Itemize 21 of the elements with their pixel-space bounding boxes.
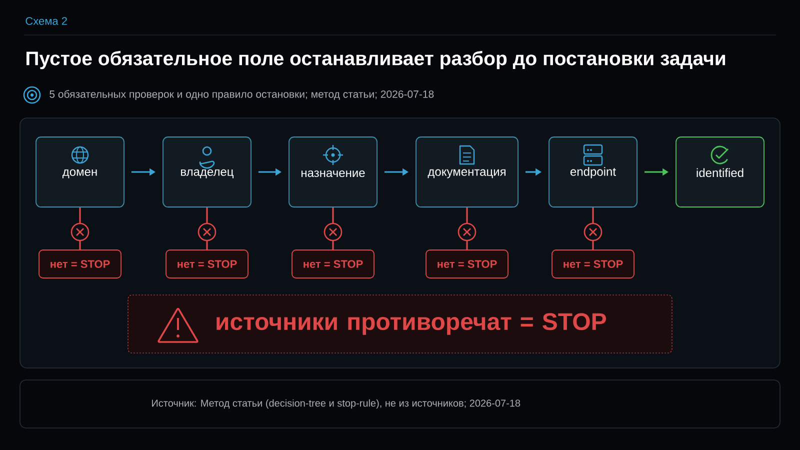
- connector-line: [206, 207, 208, 250]
- step-box: документация: [416, 136, 518, 208]
- status-box: identified: [676, 136, 764, 208]
- step-box: endpoint: [548, 136, 638, 208]
- connector-line: [332, 207, 334, 250]
- title: Пустое обязательное поле останавливает разбор до постановки задачи: [26, 50, 726, 70]
- stop-box: нет = STOP: [292, 250, 374, 278]
- source-note: Источник: Метод статьи (decision-tree и stop-rule), не из источников; 2026-07-18: [152, 399, 520, 409]
- connector-line: [592, 207, 594, 250]
- subtitle: 5 обязательных проверок и одно правило остановки; метод статьи; 2026-07-18: [50, 90, 434, 100]
- section-label: Схема 2: [26, 17, 67, 25]
- connector-line: [466, 207, 468, 250]
- step-box: домен: [36, 136, 124, 208]
- warning-banner: источники противоречат = STOP: [128, 294, 672, 354]
- step-box: владелец: [162, 136, 252, 208]
- stop-box: нет = STOP: [552, 250, 634, 278]
- step-box: назначение: [288, 136, 378, 208]
- connector-line: [79, 207, 81, 250]
- stop-box: нет = STOP: [38, 250, 122, 278]
- stop-box: нет = STOP: [166, 250, 248, 278]
- stop-box: нет = STOP: [426, 250, 508, 278]
